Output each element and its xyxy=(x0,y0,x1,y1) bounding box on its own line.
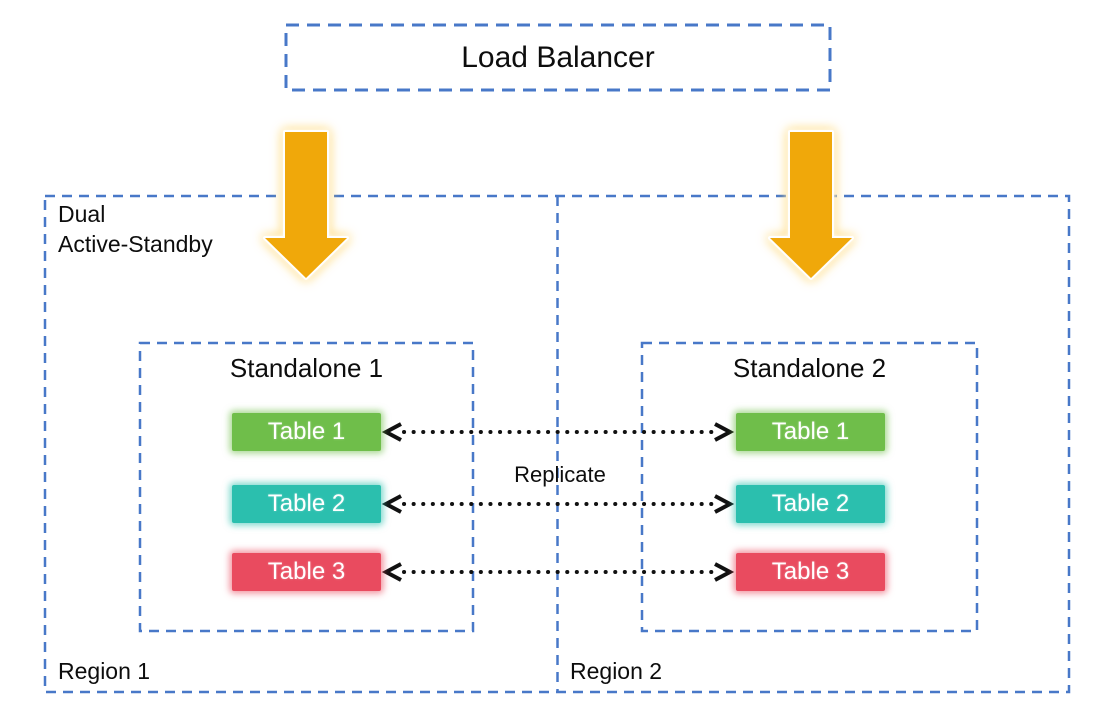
flow-arrow-right-shape xyxy=(768,130,854,280)
cluster-label: Dual Active-Standby xyxy=(58,199,213,259)
standalone-1-title: Standalone 1 xyxy=(229,353,384,383)
flow-arrow-right-icon xyxy=(768,130,854,280)
left-arrowhead-icon xyxy=(381,562,402,582)
standalone-1-table-1-chip: Table 1 xyxy=(232,413,381,451)
flow-arrow-left-icon xyxy=(263,130,349,280)
replicate-label: Replicate xyxy=(514,462,606,487)
replication-arrow-row-2 xyxy=(381,494,735,514)
region-2-label: Region 2 xyxy=(570,658,663,684)
standalone-2-table-1-chip: Table 1 xyxy=(736,413,885,451)
standalone-2-table-2-chip: Table 2 xyxy=(736,485,885,523)
cluster-label-line-2: Active-Standby xyxy=(58,231,213,257)
standalone-2-box-border xyxy=(640,341,979,633)
right-arrowhead-icon xyxy=(714,422,735,442)
load-balancer-label: Load Balancer xyxy=(461,40,655,74)
right-arrowhead-icon xyxy=(714,562,735,582)
cluster-label-line-1: Dual xyxy=(58,201,106,227)
left-arrowhead-icon xyxy=(381,422,402,442)
replication-arrow-row-3 xyxy=(381,562,735,582)
flow-arrow-left-shape xyxy=(263,130,349,280)
left-arrowhead-icon xyxy=(381,494,402,514)
right-arrowhead-icon xyxy=(714,494,735,514)
replication-arrow-row-1 xyxy=(381,422,735,442)
region-1-label: Region 1 xyxy=(58,658,151,684)
standalone-1-table-2-chip: Table 2 xyxy=(232,485,381,523)
standalone-2-title: Standalone 2 xyxy=(732,353,887,383)
load-balancer-box-border xyxy=(284,23,832,92)
standalone-2-table-3-chip: Table 3 xyxy=(736,553,885,591)
standalone-1-box-border xyxy=(138,341,475,633)
standalone-1-table-3-chip: Table 3 xyxy=(232,553,381,591)
